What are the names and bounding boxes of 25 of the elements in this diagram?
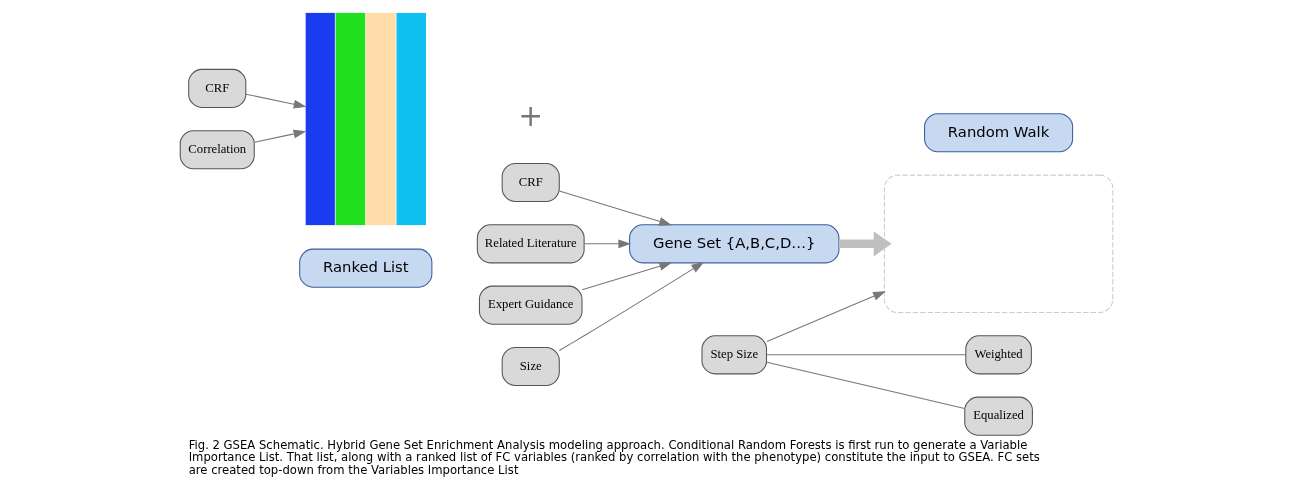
arrow xyxy=(581,261,672,291)
arrow xyxy=(765,291,886,342)
arrow xyxy=(583,239,631,249)
connector xyxy=(765,354,966,356)
arrow xyxy=(558,190,672,226)
arrow xyxy=(244,93,306,109)
arrow xyxy=(558,262,704,352)
node-box: Equalized xyxy=(963,396,1033,436)
node-box: CRF xyxy=(501,162,560,203)
connector xyxy=(765,361,965,409)
node-box xyxy=(883,174,1113,314)
node-box: Size xyxy=(501,346,560,387)
node-box: Weighted xyxy=(964,335,1032,375)
node-box: Correlation xyxy=(179,130,255,170)
node-box: Step Size xyxy=(701,335,767,375)
node-box: Ranked List xyxy=(298,248,432,288)
node-box: Related Literature xyxy=(476,224,585,264)
arrow xyxy=(253,129,306,143)
node-box: CRF xyxy=(187,68,246,108)
caption: Fig. 2 GSEA Schematic. Hybrid Gene Set Enrichment Analysis modeling approach. Conditional Random Forests is first run to generate a Variable Importance List. That list, along with a ranked list of FC variables (ranked by correlation with the phenotype) constitute the input to GSEA. FC sets are created top-down from the Variables Importance List xyxy=(188,437,1040,478)
node-box: Random Walk xyxy=(923,113,1073,153)
node-box: Expert Guidance xyxy=(478,285,583,325)
arrow xyxy=(838,231,892,257)
node-box: Gene Set {A,B,C,D…} xyxy=(628,224,839,264)
label: + xyxy=(517,99,543,134)
